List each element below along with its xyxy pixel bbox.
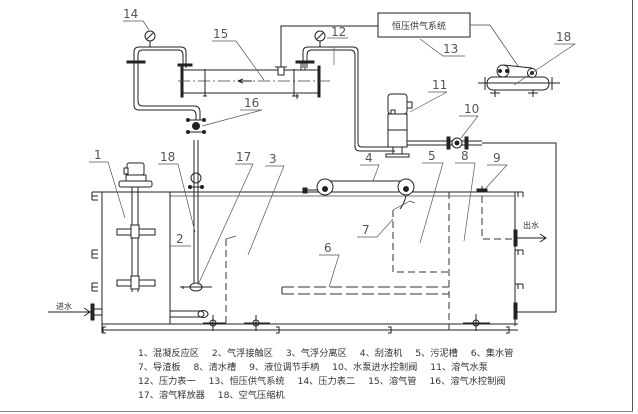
pump-inlet-valve	[446, 136, 469, 150]
legend-item: 13、恒压供气系统	[208, 376, 285, 387]
callout-12: 12	[331, 25, 346, 39]
legend-item: 4、刮渣机	[359, 348, 403, 359]
legend-row-4: 17、溶气释放器 18、空气压缩机	[138, 389, 618, 403]
legend-item: 6、集水管	[470, 348, 514, 359]
callout-7: 7	[362, 223, 370, 237]
frame-border-bottom	[0, 411, 633, 412]
frame-border-right	[632, 0, 633, 412]
callout-14: 14	[123, 7, 138, 21]
callout-6: 6	[324, 241, 332, 255]
legend-item: 8、清水槽	[193, 362, 237, 373]
callout-18-left: 18	[160, 150, 175, 164]
legend-item: 10、水泵进水控制阀	[332, 362, 418, 373]
callout-13: 13	[443, 42, 458, 56]
callout-17: 17	[236, 150, 251, 164]
legend-item: 9、液位调节手柄	[249, 362, 320, 373]
dissolved-air-pump	[385, 93, 413, 158]
callout-18: 18	[556, 30, 571, 44]
flotation-tank	[91, 191, 524, 334]
level-adjust-handle	[476, 186, 488, 193]
legend-item: 12、压力表一	[138, 376, 196, 387]
legend-item: 15、溶气管	[368, 376, 417, 387]
callout-9: 9	[493, 151, 501, 165]
legend: 1、混凝反应区 2、气浮接触区 3、气浮分离区 4、刮渣机 5、污泥槽 6、集水…	[138, 347, 618, 403]
water-outlet: 出水	[513, 220, 547, 320]
callout-16: 16	[244, 96, 259, 110]
callout-3: 3	[269, 152, 277, 166]
callout-10: 10	[464, 102, 479, 116]
legend-row-1: 1、混凝反应区 2、气浮接触区 3、气浮分离区 4、刮渣机 5、污泥槽 6、集水…	[138, 347, 618, 361]
mixer-agitator	[116, 162, 156, 292]
callout-1: 1	[94, 148, 102, 162]
callout-8: 8	[461, 149, 469, 163]
outlet-label: 出水	[523, 220, 539, 230]
callouts: 1 2 3 4 5 6 7 8 9 10 11 12	[89, 7, 577, 288]
legend-item: 5、污泥槽	[415, 348, 458, 359]
legend-row-2: 7、导渣板 8、清水槽 9、液位调节手柄 10、水泵进水控制阀 11、溶气水泵	[138, 361, 618, 375]
legend-item: 11、溶气水泵	[430, 362, 488, 373]
callout-5: 5	[428, 149, 436, 163]
supply-box-label: 恒压供气系统	[392, 20, 446, 32]
legend-item: 2、气浮接触区	[211, 348, 273, 359]
constant-pressure-air-supply: 恒压供气系统	[377, 12, 519, 67]
inlet-label: 进水	[56, 301, 72, 311]
legend-item: 18、空气压缩机	[217, 390, 285, 401]
callout-11: 11	[432, 78, 447, 92]
legend-item: 14、压力表二	[297, 376, 356, 387]
legend-item: 7、导渣板	[138, 362, 181, 373]
legend-item: 17、溶气释放器	[138, 390, 205, 401]
legend-item: 16、溶气水控制阀	[429, 376, 506, 387]
callout-2: 2	[176, 232, 184, 246]
scum-scraper	[302, 178, 416, 211]
callout-4: 4	[365, 151, 373, 165]
pipe-network	[126, 25, 557, 313]
air-release-pipe	[180, 140, 212, 292]
callout-15: 15	[213, 27, 228, 41]
dissolved-water-valve	[186, 118, 206, 134]
water-inlet: 进水	[48, 301, 102, 321]
legend-item: 3、气浮分离区	[285, 348, 347, 359]
legend-row-3: 12、压力表一 13、恒压供气系统 14、压力表二 15、溶气管 16、溶气水控…	[138, 375, 618, 389]
legend-item: 1、混凝反应区	[138, 348, 199, 359]
air-compressor	[478, 64, 560, 97]
